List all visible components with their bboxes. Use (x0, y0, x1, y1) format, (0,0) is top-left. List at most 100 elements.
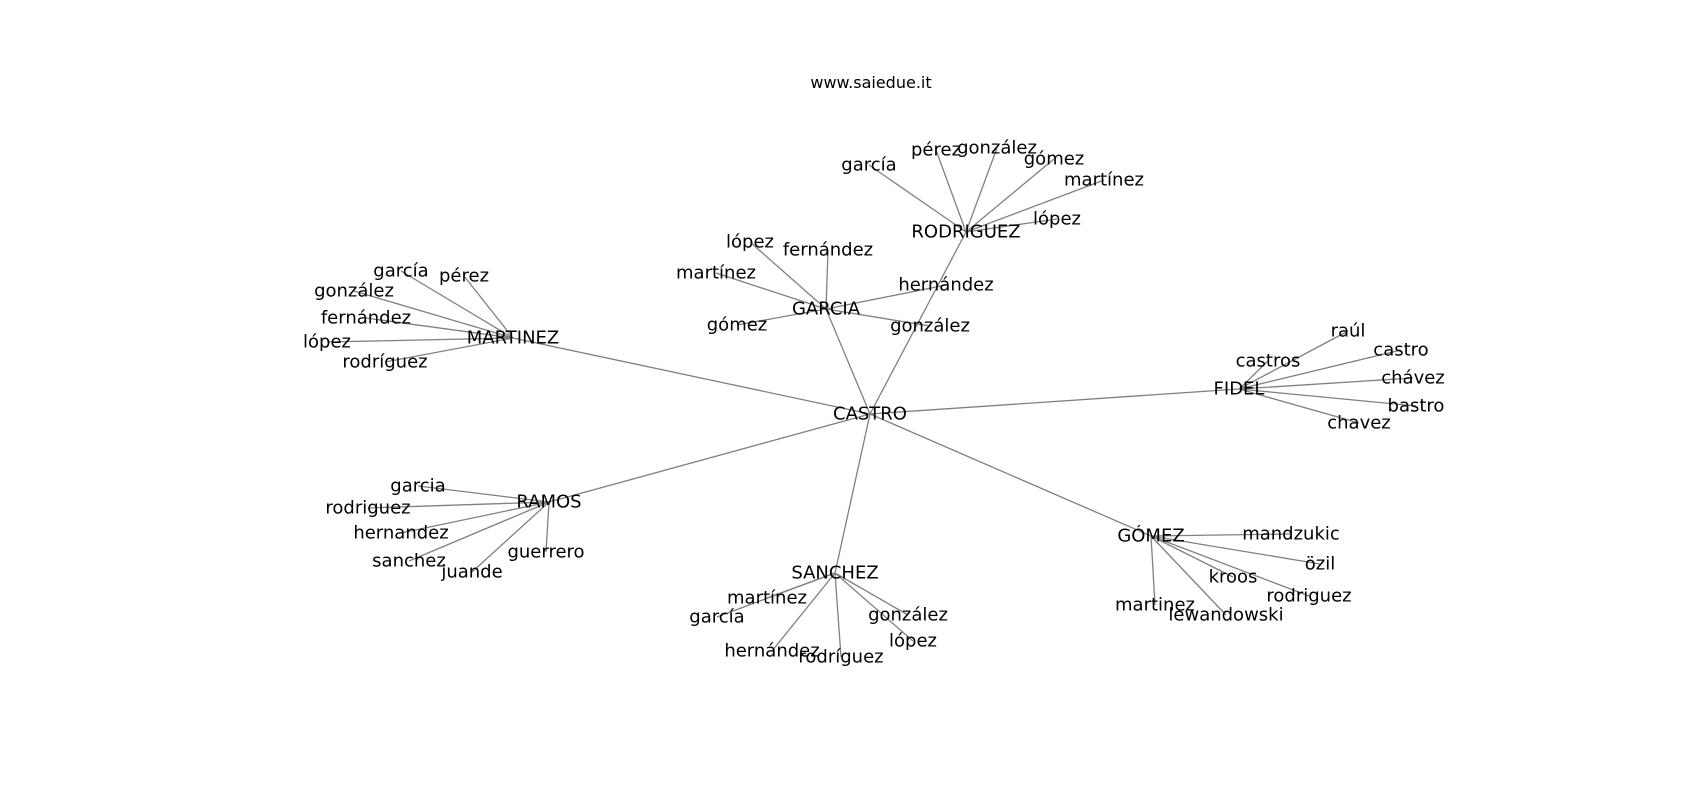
node-label-garcia-lopez: lópez (726, 232, 774, 253)
edge-rodriguez-rodriguez-gomez (965, 158, 1055, 233)
edge-martinez-martinez-gonzalez (353, 290, 514, 339)
node-label-rodriguez-lopez: lópez (1033, 209, 1081, 230)
node-label-martinez-rodriguez: rodríguez (342, 352, 427, 373)
edge-ramos-ramos-rodriguez (367, 501, 550, 509)
node-label-gomez-rodriguez: rodriguez (1266, 586, 1351, 607)
edge-rodriguez-rodriguez-lopez (965, 218, 1058, 233)
node-label-martinez-perez: pérez (439, 266, 489, 287)
node-label-martinez-fernandez: fernández (321, 308, 411, 329)
edge-sanchez-sanchez-hernandez (771, 572, 836, 652)
node-label-sanchez-lopez: lópez (889, 631, 937, 652)
node-label-rodriguez-garcia: garcía (841, 155, 896, 176)
node-label-garcia-fernandez: fernández (783, 240, 873, 261)
edge-garcia-garcia-lopez (749, 241, 827, 310)
node-label-gomez-kroos: kroos (1209, 567, 1258, 588)
edge-gomez-gomez-lewandowski (1150, 535, 1227, 616)
node-label-fidel-castros: castros (1236, 351, 1301, 372)
edge-castro-garcia (825, 308, 871, 415)
node-label-martinez: MARTINEZ (467, 328, 560, 349)
edge-rodriguez-rodriguez-gonzalez (965, 147, 998, 233)
labels-layer: CASTRO MARTINEZ GARCIA RODRIGUEZ FIDEL RAMOS S… (303, 138, 1445, 668)
node-label-garcia-gomez: gómez (707, 315, 768, 336)
edge-garcia-garcia-gonzalez (825, 308, 931, 327)
edge-castro-fidel (869, 388, 1240, 415)
node-label-gomez-ozil: özil (1305, 554, 1335, 575)
graph-title: www.saiedue.it (810, 73, 931, 92)
node-label-fidel-raul: raúl (1331, 321, 1366, 342)
node-label-fidel-castro: castro (1373, 340, 1428, 361)
edge-garcia-garcia-hernandez (825, 284, 947, 310)
node-label-rodriguez: RODRIGUEZ (911, 222, 1020, 243)
node-label-sanchez-gonzalez: gonzález (868, 605, 948, 626)
edge-rodriguez-rodriguez-garcia (868, 164, 967, 233)
node-label-martinez-lopez: lópez (303, 332, 351, 353)
edge-martinez-martinez-lopez (326, 337, 514, 343)
node-label-castro: CASTRO (833, 404, 907, 425)
edge-fidel-fidel-bastro (1238, 388, 1417, 407)
node-label-gomez-mandzukic: mandzukic (1242, 524, 1340, 545)
edge-ramos-ramos-garcia (417, 485, 550, 503)
edge-garcia-garcia-martinez (715, 272, 827, 310)
edge-sanchez-sanchez-rodriguez (834, 572, 842, 658)
node-label-ramos-guerrero: guerrero (507, 542, 584, 563)
edge-castro-gomez (869, 413, 1152, 537)
node-label-sanchez-garcia: garcía (689, 607, 744, 628)
node-label-ramos: RAMOS (516, 492, 581, 513)
edge-castro-sanchez (834, 413, 871, 574)
edge-gomez-gomez-kroos (1150, 535, 1234, 578)
node-label-garcia-martinez: martínez (676, 263, 756, 284)
node-label-ramos-sanchez: sanchez (372, 551, 446, 572)
node-label-garcia-gonzalez: gonzález (890, 316, 970, 337)
node-label-gomez-martinez: martinez (1115, 595, 1195, 616)
node-label-ramos-hernandez: hernandez (353, 523, 448, 544)
edge-martinez-martinez-garcia (400, 270, 514, 339)
edge-castro-rodriguez (869, 231, 967, 415)
node-label-rodriguez-gonzalez: gonzález (957, 138, 1037, 159)
edge-fidel-fidel-chavez-acc (1238, 377, 1414, 390)
edge-gomez-gomez-ozil (1150, 535, 1321, 565)
edge-fidel-fidel-castros (1238, 360, 1269, 390)
node-label-fidel-bastro: bastro (1388, 396, 1445, 417)
edge-ramos-ramos-guerrero (545, 501, 550, 553)
node-label-sanchez-hernandez: hernández (724, 641, 819, 662)
edge-ramos-ramos-juande (471, 501, 550, 573)
edge-fidel-fidel-raul (1238, 330, 1349, 390)
edge-sanchez-sanchez-garcia (716, 572, 836, 618)
node-label-gomez-lewandowski: lewandowski (1168, 605, 1283, 626)
node-label-fidel-chavez-acc: chávez (1381, 368, 1445, 389)
node-label-gomez: GÓMEZ (1117, 525, 1184, 547)
edge-garcia-garcia-gomez (736, 308, 827, 326)
node-label-martinez-garcia: garcía (373, 261, 428, 282)
edge-sanchez-sanchez-gonzalez (834, 572, 909, 616)
edge-martinez-martinez-fernandez (365, 317, 514, 339)
node-label-rodriguez-gomez: gómez (1024, 149, 1085, 170)
node-label-ramos-garcia: garcia (390, 476, 445, 497)
edge-garcia-garcia-fernandez (825, 249, 829, 310)
edge-martinez-martinez-perez (463, 275, 514, 339)
edge-ramos-ramos-hernandez (400, 501, 550, 534)
edge-ramos-ramos-sanchez (408, 501, 550, 562)
node-label-garcia: GARCIA (792, 299, 861, 320)
node-label-fidel: FIDEL (1214, 379, 1265, 400)
edge-gomez-gomez-rodriguez (1150, 535, 1310, 597)
node-label-ramos-juande: juande (440, 562, 502, 583)
edge-fidel-fidel-chavez (1238, 388, 1360, 424)
edge-rodriguez-rodriguez-martinez (965, 179, 1105, 233)
node-label-martinez-gonzalez: gonzález (314, 281, 394, 302)
node-label-fidel-chavez: chavez (1327, 413, 1391, 434)
edge-fidel-fidel-castro (1238, 349, 1402, 390)
edge-gomez-gomez-martinez (1150, 535, 1156, 606)
node-label-sanchez: SANCHEZ (791, 563, 878, 584)
edge-martinez-martinez-rodriguez (384, 337, 514, 363)
edge-castro-ramos (548, 413, 871, 503)
edge-rodriguez-rodriguez-perez (935, 149, 967, 233)
node-label-garcia-hernandez: hernández (898, 275, 993, 296)
node-label-rodriguez-martinez: martínez (1064, 170, 1144, 191)
edge-gomez-gomez-mandzukic (1150, 533, 1292, 537)
edges-layer (326, 147, 1417, 658)
node-label-ramos-rodriguez: rodriguez (325, 498, 410, 519)
edge-sanchez-sanchez-lopez (834, 572, 914, 642)
edge-castro-martinez (512, 337, 871, 415)
